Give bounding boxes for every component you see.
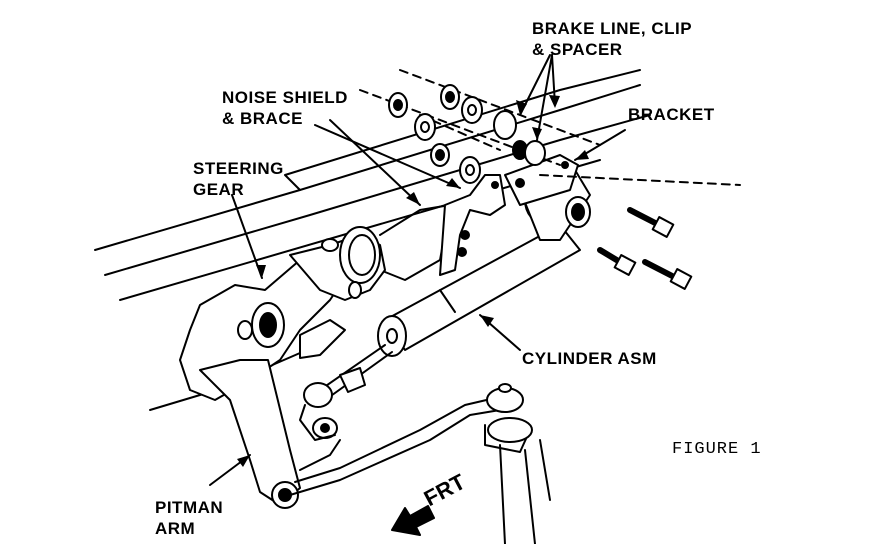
label-steering-gear: STEERING GEAR [193, 158, 284, 200]
steering-gear [180, 205, 450, 400]
fastener-stack [360, 70, 600, 183]
bolts [540, 175, 740, 289]
brake-line-label-2: & SPACER [532, 40, 623, 59]
noise-shield-label-2: & BRACE [222, 109, 303, 128]
figure-caption: FIGURE 1 [672, 440, 762, 459]
arrowheads [237, 95, 589, 467]
noise-shield-label-1: NOISE SHIELD [222, 88, 348, 107]
relay-rod [290, 398, 500, 495]
cylinder-asm-label: CYLINDER ASM [522, 349, 657, 368]
rod-end-clamp [300, 383, 337, 440]
label-noise-shield: NOISE SHIELD & BRACE [222, 87, 348, 129]
label-bracket: BRACKET [628, 104, 715, 125]
idler-arm-stud [485, 384, 550, 544]
front-arrow-icon [392, 506, 434, 535]
label-cylinder-asm: CYLINDER ASM [522, 348, 657, 369]
noise-shield-brace [440, 175, 505, 275]
pitman-arm [200, 360, 300, 508]
bracket-label: BRACKET [628, 105, 715, 124]
pitman-arm-label-2: ARM [155, 519, 196, 538]
label-brake-line: BRAKE LINE, CLIP & SPACER [532, 18, 692, 60]
pitman-arm-label-1: PITMAN [155, 498, 224, 517]
steering-gear-label-2: GEAR [193, 180, 245, 199]
steering-gear-label-1: STEERING [193, 159, 284, 178]
label-pitman-arm: PITMAN ARM [155, 497, 223, 539]
brake-line-label-1: BRAKE LINE, CLIP [532, 19, 693, 38]
